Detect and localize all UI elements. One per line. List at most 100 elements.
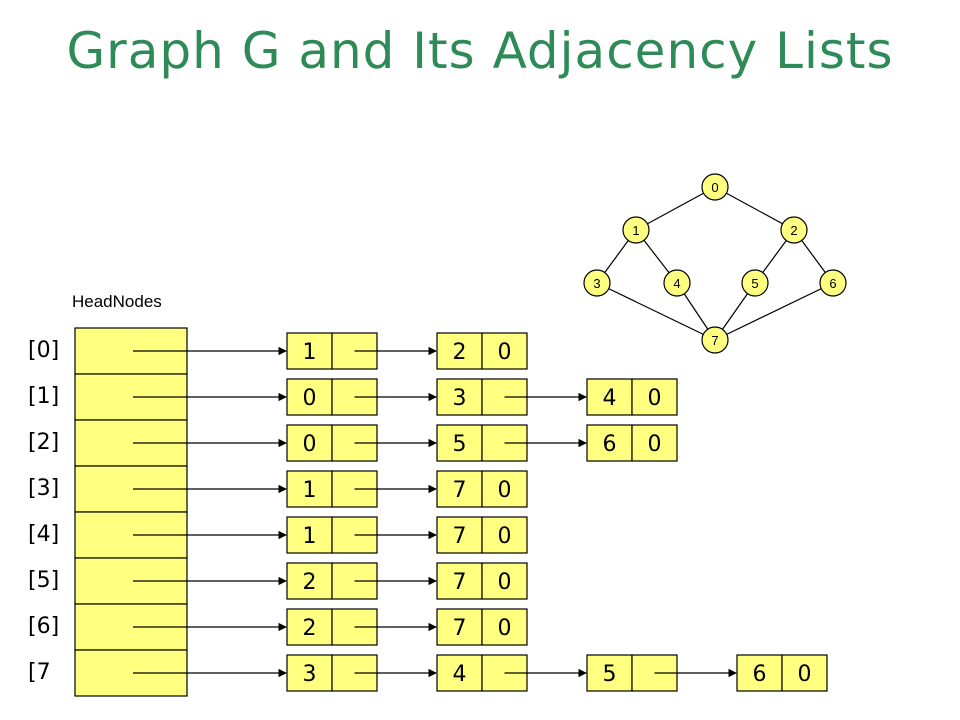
vertex-cell (436, 654, 483, 692)
graph-node-label: 4 (673, 276, 680, 291)
graph-node-circle (701, 173, 729, 201)
graph-node-5: 5 (741, 269, 769, 297)
row-index-2: [2] (28, 430, 59, 455)
graph-edge-0-2 (714, 186, 795, 231)
graph-g: 0 1 2 3 4 5 6 7 (583, 173, 847, 354)
link-value: 0 (498, 616, 512, 641)
row-index-1: [1] (28, 384, 59, 409)
row-index-0: [0] (28, 338, 59, 363)
link-cell (481, 516, 528, 554)
row-index-3: [3] (28, 476, 59, 501)
graph-node-circle (622, 216, 650, 244)
graph-node-label: 3 (593, 276, 600, 291)
vertex-value: 2 (453, 340, 467, 365)
graph-node-4: 4 (663, 269, 691, 297)
graph-edge-0-1 (635, 186, 716, 231)
vertex-value: 3 (453, 386, 467, 411)
vertex-cell (286, 332, 333, 370)
vertex-value: 6 (753, 662, 767, 687)
vertex-cell (586, 424, 633, 462)
vertex-value: 6 (603, 432, 617, 457)
vertex-value: 0 (303, 386, 317, 411)
graph-node-6: 6 (819, 269, 847, 297)
link-value: 0 (498, 340, 512, 365)
vertex-cell (436, 516, 483, 554)
graph-node-7: 7 (701, 326, 729, 354)
graph-node-1: 1 (622, 216, 650, 244)
vertex-value: 7 (453, 478, 467, 503)
row-index-5: [5] (28, 568, 59, 593)
graph-edge-3-7 (596, 282, 716, 341)
graph-node-label: 0 (711, 180, 718, 195)
vertex-value: 5 (453, 432, 467, 457)
graph-node-label: 6 (829, 276, 836, 291)
graph-node-0: 0 (701, 173, 729, 201)
vertex-value: 2 (303, 616, 317, 641)
vertex-cell (436, 332, 483, 370)
row-index-7: [7 (28, 660, 51, 685)
link-cell (481, 332, 528, 370)
graph-node-label: 5 (751, 276, 758, 291)
link-cell (781, 654, 828, 692)
list-node-1-1: 3 (436, 378, 528, 416)
vertex-value: 0 (303, 432, 317, 457)
vertex-value: 4 (603, 386, 617, 411)
graph-node-circle (663, 269, 691, 297)
head-nodes-column: [0] [1] [2] [3] [4] [5] [6] [7 (28, 327, 188, 697)
link-value: 0 (498, 570, 512, 595)
vertex-value: 3 (303, 662, 317, 687)
link-value: 0 (498, 478, 512, 503)
graph-node-3: 3 (583, 269, 611, 297)
link-value: 0 (648, 386, 662, 411)
link-value: 0 (498, 524, 512, 549)
link-cell (481, 470, 528, 508)
vertex-cell (586, 654, 633, 692)
vertex-value: 7 (453, 616, 467, 641)
graph-edge-6-7 (714, 282, 834, 341)
link-cell (631, 424, 678, 462)
graph-node-circle (819, 269, 847, 297)
graph-node-circle (583, 269, 611, 297)
vertex-value: 1 (303, 478, 317, 503)
graph-node-label: 1 (632, 223, 639, 238)
link-value: 0 (648, 432, 662, 457)
vertex-cell (286, 654, 333, 692)
vertex-value: 5 (603, 662, 617, 687)
graph-node-circle (780, 216, 808, 244)
graph-node-circle (701, 326, 729, 354)
vertex-value: 7 (453, 570, 467, 595)
headnodes-label: HeadNodes (72, 292, 162, 311)
list-node-7-2: 5 (586, 654, 678, 692)
vertex-value: 7 (453, 524, 467, 549)
vertex-cell (286, 516, 333, 554)
page-title: Graph G and Its Adjacency Lists (66, 22, 894, 80)
graph-node-circle (741, 269, 769, 297)
row-index-6: [6] (28, 614, 59, 639)
link-value: 0 (798, 662, 812, 687)
graph-node-2: 2 (780, 216, 808, 244)
row-index-4: [4] (28, 522, 59, 547)
list-node-2-1: 5 (436, 424, 528, 462)
vertex-value: 1 (303, 340, 317, 365)
vertex-cell (286, 378, 333, 416)
vertex-value: 1 (303, 524, 317, 549)
list-node-6-0: 2 (286, 608, 378, 646)
link-cell (481, 562, 528, 600)
graph-node-label: 7 (711, 333, 718, 348)
vertex-value: 4 (453, 662, 467, 687)
link-cell (481, 608, 528, 646)
link-cell (631, 378, 678, 416)
vertex-value: 2 (303, 570, 317, 595)
graph-node-label: 2 (790, 223, 797, 238)
vertex-cell (736, 654, 783, 692)
